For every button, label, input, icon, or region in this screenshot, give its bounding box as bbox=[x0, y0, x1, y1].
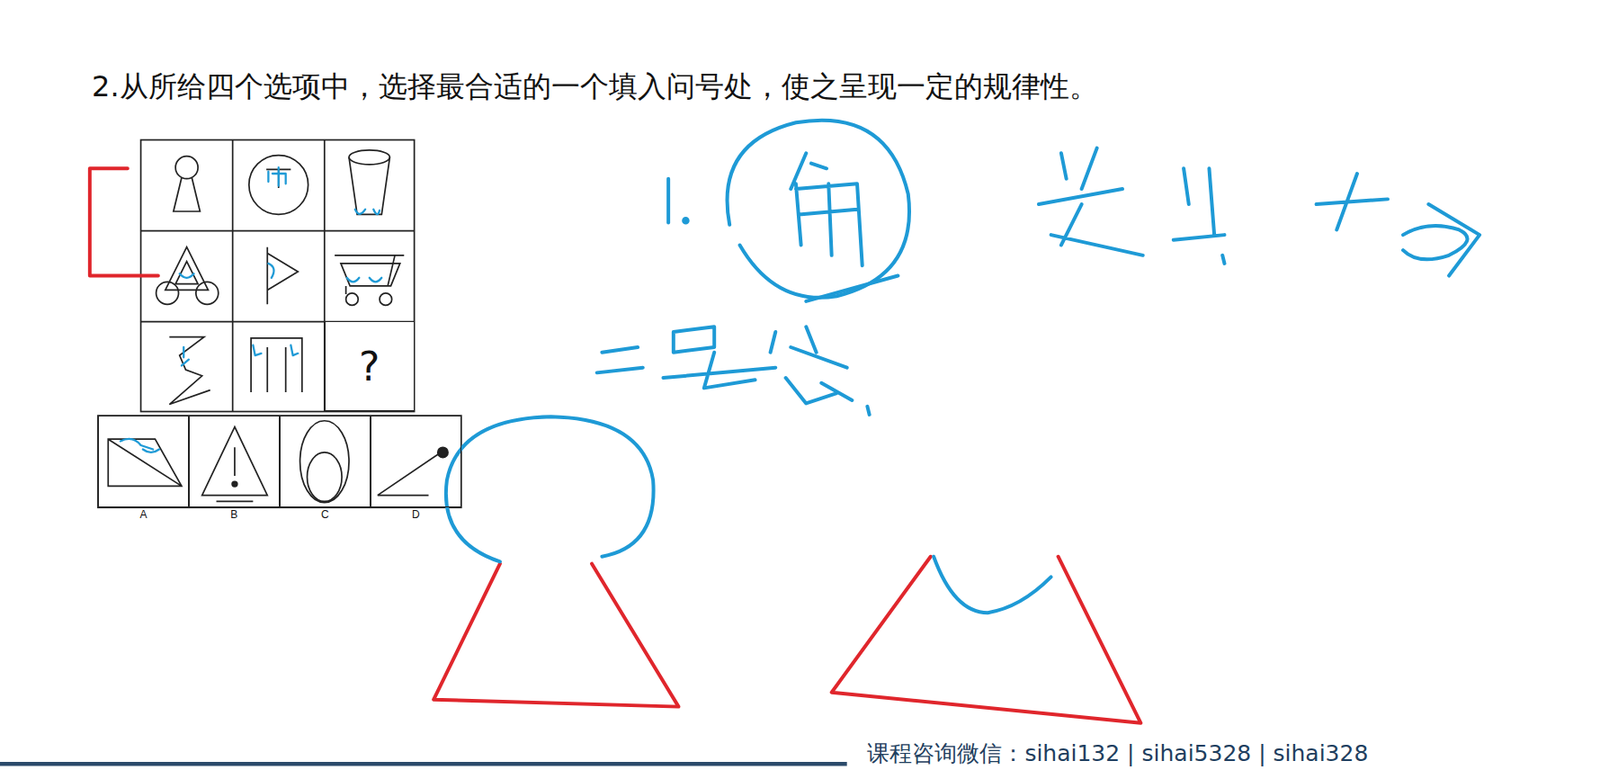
question-mark: ? bbox=[358, 343, 380, 390]
option-box: A bbox=[98, 415, 189, 508]
option-letter: D bbox=[371, 508, 461, 521]
option-box: C bbox=[279, 415, 371, 508]
footer-contact: 课程咨询微信：sihai132 | sihai5328 | sihai328 bbox=[867, 738, 1368, 769]
question-cell: ? bbox=[324, 321, 415, 412]
question-title: 2.从所给四个选项中，选择最合适的一个填入问号处，使之呈现一定的规律性。 bbox=[91, 67, 1099, 108]
option-letter: B bbox=[189, 508, 279, 521]
option-box: D bbox=[370, 415, 462, 508]
option-letter: C bbox=[280, 508, 370, 521]
option-letter: A bbox=[98, 508, 188, 521]
option-box: B bbox=[188, 415, 280, 508]
